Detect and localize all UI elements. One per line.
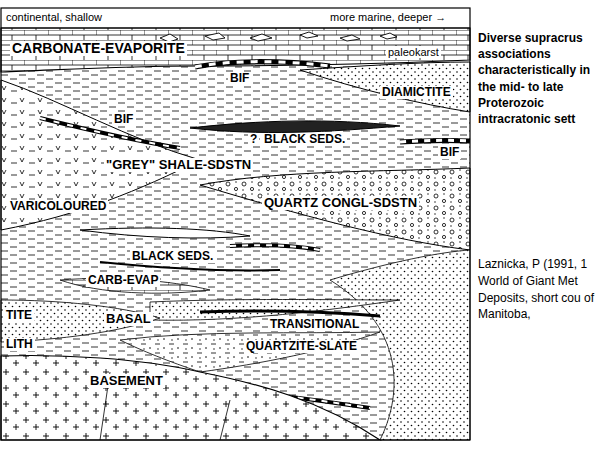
layer-label: VARICOLOURED [8, 200, 108, 213]
layer-label: continental, shallow [4, 11, 104, 23]
layer-label: CARBONATE-EVAPORITE [10, 41, 187, 56]
layer-label: TITE [4, 309, 34, 322]
layer-label: BIF [112, 113, 135, 126]
layer-label: QUARTZ CONGL-SDSTN [262, 196, 419, 210]
layer-label: paleokarst [386, 46, 441, 58]
layer-label: DIAMICTITE [380, 86, 453, 99]
layer-label: BASEMENT [88, 374, 165, 388]
layer-label: BIF [438, 146, 461, 159]
layer-label: CARB-EVAP [86, 274, 160, 287]
heading: Diverse supracrus associations character… [478, 30, 600, 127]
layer-label: ? [248, 133, 259, 146]
layer-label: BLACK SEDS. [130, 250, 215, 263]
layer-label: TRANSITIONAL [268, 318, 361, 331]
layer-label: more marine, deeper → [328, 11, 448, 23]
layer-label: BASAL [104, 312, 153, 326]
citation: Laznicka, P (1991, 1 World of Giant Met … [478, 256, 598, 323]
layer-label: "GREY" SHALE-SDSTN [104, 158, 253, 172]
layer-label: LITH [4, 338, 35, 351]
layer-label: BLACK SEDS. [262, 133, 347, 146]
layer-label: QUARTZITE-SLATE [244, 340, 359, 353]
layer-label: BIF [228, 72, 251, 85]
